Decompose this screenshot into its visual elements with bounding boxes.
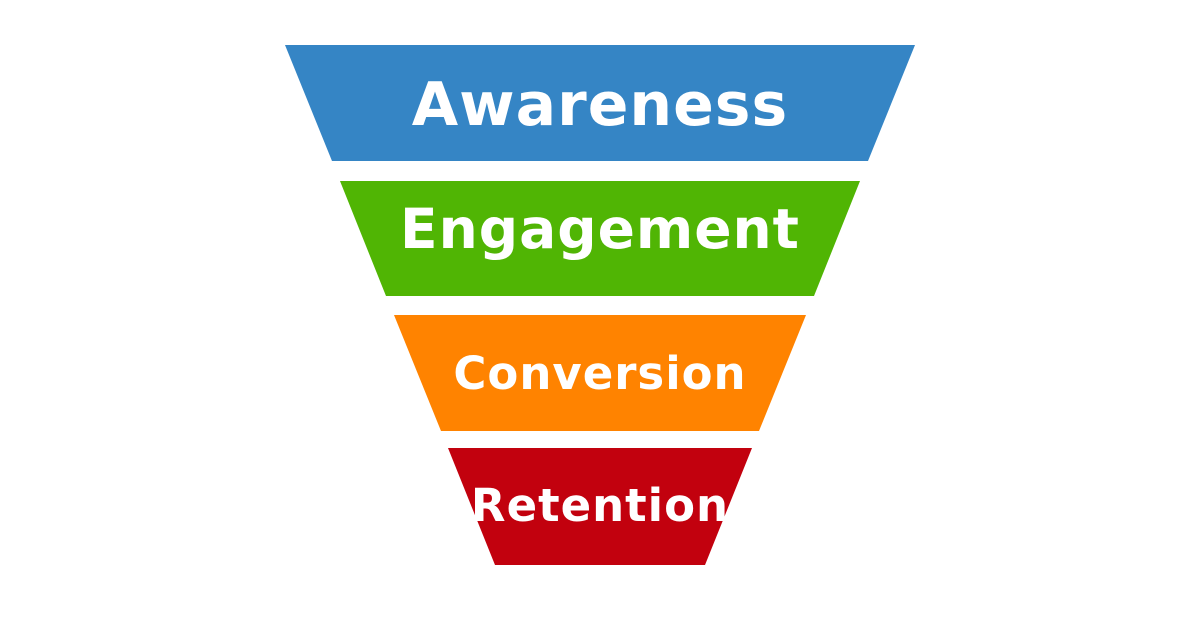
funnel-segment-engagement-shape bbox=[340, 181, 860, 296]
funnel-segment-awareness-shape bbox=[285, 45, 915, 161]
funnel-segment-engagement-label: Engagement bbox=[400, 197, 800, 261]
funnel-segment-conversion-shape bbox=[394, 315, 806, 431]
funnel-segment-conversion: Conversion bbox=[394, 315, 806, 431]
funnel-segment-awareness: Awareness bbox=[285, 45, 915, 161]
funnel-segment-retention-label: Retention bbox=[471, 479, 729, 532]
funnel-segment-retention: Retention bbox=[448, 448, 752, 565]
funnel-segment-conversion-label: Conversion bbox=[453, 347, 746, 400]
funnel-segment-retention-shape bbox=[448, 448, 752, 565]
funnel-segment-awareness-label: Awareness bbox=[412, 70, 788, 140]
funnel-segment-engagement: Engagement bbox=[340, 181, 860, 296]
